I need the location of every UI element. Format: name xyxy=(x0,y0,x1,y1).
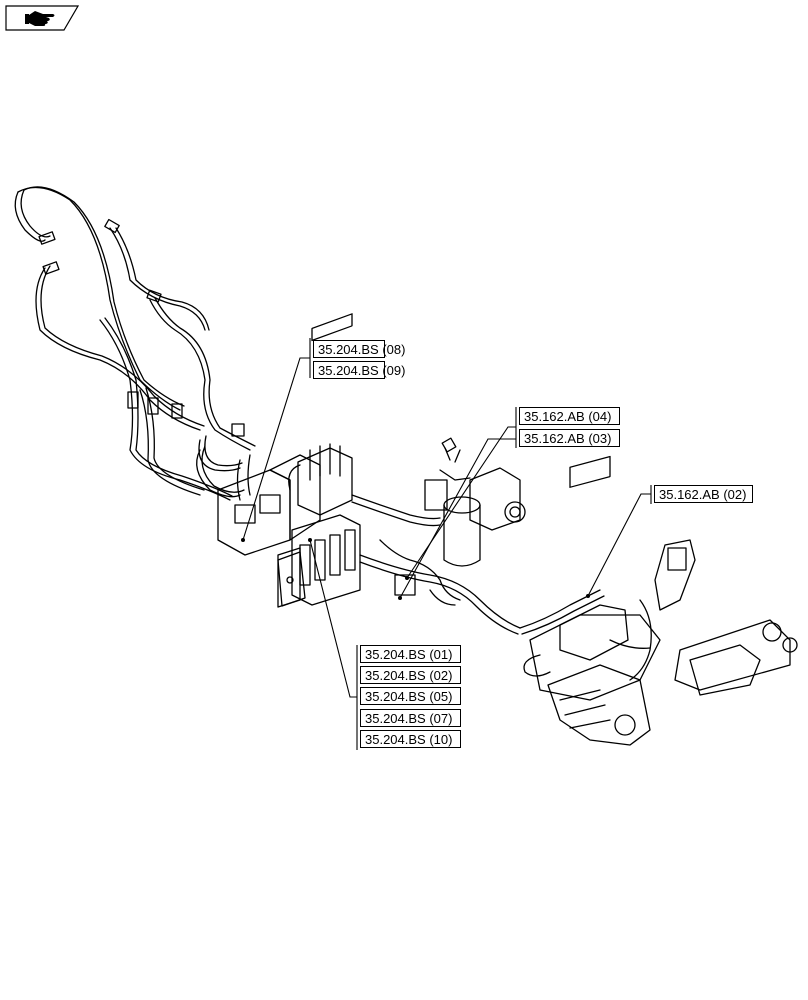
ref-label-35-162-ab-02[interactable]: 35.162.AB (02) xyxy=(654,485,753,503)
leader-dots xyxy=(241,538,590,600)
ref-label-35-162-ab-03[interactable]: 35.162.AB (03) xyxy=(519,429,620,447)
ref-label-35-204-bs-01[interactable]: 35.204.BS (01) xyxy=(360,645,461,663)
ref-label-35-204-bs-07[interactable]: 35.204.BS (07) xyxy=(360,709,461,727)
hand-pointer-icon xyxy=(5,5,80,31)
rear-hitch-assembly xyxy=(519,455,798,746)
leader-lines xyxy=(242,338,652,750)
back-navigation-tab[interactable] xyxy=(5,5,80,31)
ref-label-35-162-ab-04[interactable]: 35.162.AB (04) xyxy=(519,407,620,425)
ref-label-35-204-bs-02[interactable]: 35.204.BS (02) xyxy=(360,666,461,684)
mounting-plate xyxy=(277,551,306,607)
control-valve-block xyxy=(198,313,361,608)
ref-label-35-204-bs-08[interactable]: 35.204.BS (08) xyxy=(313,340,405,358)
ref-label-35-204-bs-05[interactable]: 35.204.BS (05) xyxy=(360,687,461,705)
upper-hose-bundle xyxy=(14,186,256,501)
ref-label-35-204-bs-10[interactable]: 35.204.BS (10) xyxy=(360,730,461,748)
ref-label-35-204-bs-09[interactable]: 35.204.BS (09) xyxy=(313,361,405,379)
pump-filter-assembly xyxy=(351,437,526,635)
